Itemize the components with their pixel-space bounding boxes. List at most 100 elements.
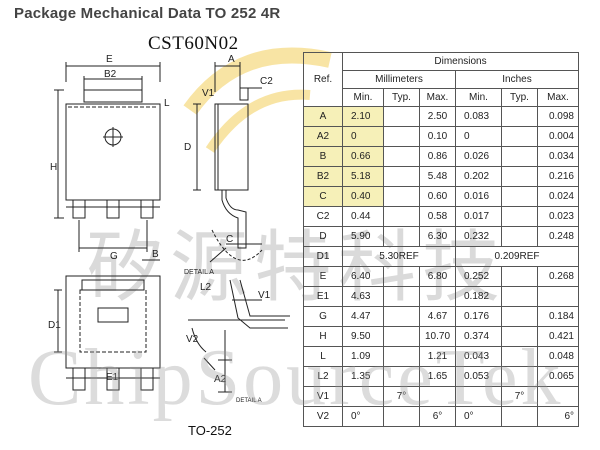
table-cell: 2.10 <box>342 106 384 127</box>
table-cell: 0.053 <box>455 366 502 387</box>
dimensions-table: Ref. Dimensions Millimeters Inches Min. … <box>303 52 579 427</box>
table-cell: E <box>303 266 343 287</box>
table-cell <box>501 186 538 207</box>
label-b2: B2 <box>104 69 117 80</box>
label-c2: C2 <box>260 76 273 87</box>
header-ref: Ref. <box>303 52 343 107</box>
table-cell: 0.026 <box>455 146 502 167</box>
table-cell <box>501 126 538 147</box>
label-c: C <box>226 234 233 245</box>
label-h: H <box>50 162 57 173</box>
table-cell: 0.065 <box>537 366 579 387</box>
label-a2: A2 <box>214 374 227 385</box>
label-v1: V1 <box>202 88 215 99</box>
table-cell: 1.65 <box>419 366 456 387</box>
table-cell: 0.86 <box>419 146 456 167</box>
package-label: TO-252 <box>188 423 232 438</box>
table-cell: 0.40 <box>342 186 384 207</box>
label-detail-a2: DETAIL A <box>236 398 262 404</box>
table-cell <box>501 326 538 347</box>
table-cell: A2 <box>303 126 343 147</box>
table-cell: 0 <box>455 126 502 147</box>
table-cell: V1 <box>303 386 343 407</box>
table-cell: 4.47 <box>342 306 384 327</box>
table-cell <box>537 386 579 407</box>
table-cell <box>383 106 420 127</box>
table-cell: 0.232 <box>455 226 502 247</box>
table-cell: A <box>303 106 343 127</box>
table-cell: G <box>303 306 343 327</box>
table-cell <box>501 406 538 427</box>
table-cell: 0.268 <box>537 266 579 287</box>
table-cell: 0.44 <box>342 206 384 227</box>
label-d: D <box>184 142 191 153</box>
table-cell: 10.70 <box>419 326 456 347</box>
header-inches: Inches <box>455 70 579 89</box>
label-a: A <box>228 54 235 65</box>
table-cell: 6.30 <box>419 226 456 247</box>
table-cell: 0.66 <box>342 146 384 167</box>
label-detail-a: DETAIL A <box>184 269 214 276</box>
table-cell <box>342 386 384 407</box>
table-cell <box>501 286 538 307</box>
table-cell: 0° <box>455 406 502 427</box>
detail-view <box>188 279 290 393</box>
table-cell: L2 <box>303 366 343 387</box>
sub-header: Min. <box>455 88 502 107</box>
table-cell: 0.176 <box>455 306 502 327</box>
table-cell: 0.216 <box>537 166 579 187</box>
table-cell: B <box>303 146 343 167</box>
table-cell: 6.40 <box>342 266 384 287</box>
sub-header: Min. <box>342 88 384 107</box>
table-cell: D1 <box>303 246 343 267</box>
label-v1b: V1 <box>258 290 271 301</box>
page-title: Package Mechanical Data TO 252 4R <box>14 5 281 22</box>
label-g: G <box>110 251 118 262</box>
table-cell: 0.048 <box>537 346 579 367</box>
table-cell: 5.48 <box>419 166 456 187</box>
top-view <box>54 62 161 261</box>
table-cell <box>383 126 420 147</box>
table-cell: H <box>303 326 343 347</box>
table-cell <box>383 366 420 387</box>
label-l2: L2 <box>200 282 212 293</box>
table-cell <box>501 206 538 227</box>
table-cell: 9.50 <box>342 326 384 347</box>
table-cell: 4.63 <box>342 286 384 307</box>
table-cell: 0.252 <box>455 266 502 287</box>
table-cell <box>501 366 538 387</box>
table-cell: 0.083 <box>455 106 502 127</box>
table-cell: 0.182 <box>455 286 502 307</box>
table-cell <box>501 166 538 187</box>
table-cell: 0.004 <box>537 126 579 147</box>
table-cell: 5.18 <box>342 166 384 187</box>
table-cell <box>501 266 538 287</box>
table-cell: 0.202 <box>455 166 502 187</box>
table-cell: D <box>303 226 343 247</box>
table-cell <box>383 406 420 427</box>
table-cell <box>501 346 538 367</box>
header-millimeters: Millimeters <box>342 70 456 89</box>
table-cell <box>383 186 420 207</box>
table-cell: 0.023 <box>537 206 579 227</box>
sub-header: Typ. <box>383 88 420 107</box>
table-cell: 1.35 <box>342 366 384 387</box>
table-cell: 0.248 <box>537 226 579 247</box>
table-cell: 1.09 <box>342 346 384 367</box>
label-e: E <box>106 54 113 65</box>
table-cell <box>383 346 420 367</box>
